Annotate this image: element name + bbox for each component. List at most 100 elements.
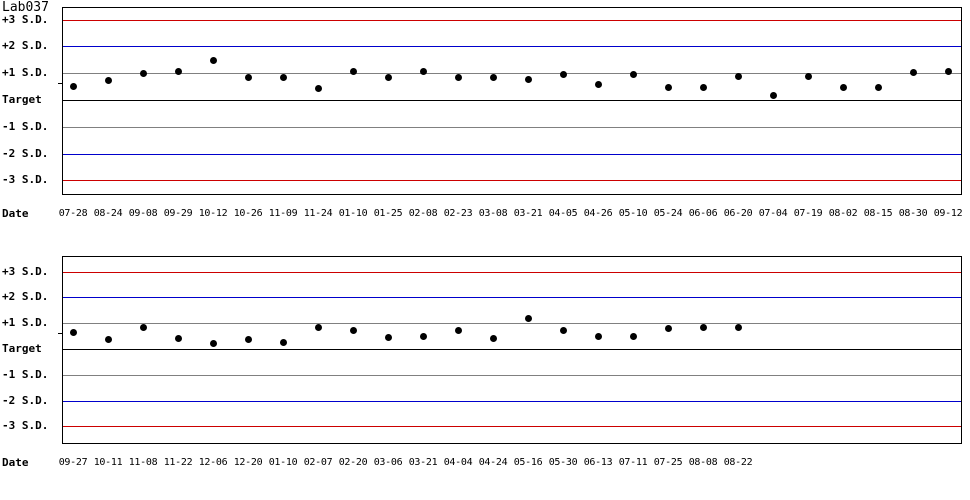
date-tick-label: 02-23 <box>443 208 473 219</box>
data-point <box>454 326 462 334</box>
data-point <box>174 67 182 75</box>
data-point <box>874 83 882 91</box>
date-tick-label: 07-11 <box>618 457 648 468</box>
data-point <box>349 67 357 75</box>
date-tick-label: 01-10 <box>338 208 368 219</box>
date-tick-label: 04-05 <box>548 208 578 219</box>
y-axis-label-m2: -2 S.D. <box>2 393 49 407</box>
sd-line-t0 <box>63 100 961 101</box>
date-tick-label: 01-10 <box>268 457 298 468</box>
sd-line-p3 <box>63 271 961 273</box>
data-point <box>104 335 112 343</box>
y-axis-label-t0: Target <box>2 93 42 106</box>
date-tick-label: 08-08 <box>688 457 718 468</box>
data-point <box>839 83 847 91</box>
date-tick-label: 06-13 <box>583 457 613 468</box>
date-tick-label: 04-24 <box>478 457 508 468</box>
date-tick-label: 08-15 <box>863 208 893 219</box>
axis-tick-mark <box>58 83 63 85</box>
data-point <box>209 339 217 347</box>
date-tick-label: 05-30 <box>548 457 578 468</box>
data-point <box>104 76 112 84</box>
data-point <box>664 324 672 332</box>
date-tick-label: 04-26 <box>583 208 613 219</box>
data-point <box>944 67 952 75</box>
data-point <box>314 84 322 92</box>
sd-line-m1 <box>63 126 961 128</box>
data-point <box>314 323 322 331</box>
data-point <box>244 336 252 344</box>
sd-line-m1 <box>63 374 961 376</box>
date-tick-label: 07-04 <box>758 208 788 219</box>
data-point <box>419 332 427 340</box>
data-point <box>524 75 532 83</box>
levey-jennings-chart-1: Lab037 +3 S.D. +2 S.D. +1 S.D. Target -1 S.D… <box>0 0 970 240</box>
data-point <box>524 314 532 322</box>
sd-line-m2 <box>63 153 961 155</box>
data-point <box>489 334 497 342</box>
date-tick-label: 03-08 <box>478 208 508 219</box>
date-axis-caption: Date <box>2 456 29 469</box>
sd-line-t0 <box>63 349 961 350</box>
sd-line-p1 <box>63 323 961 325</box>
data-point <box>734 72 742 80</box>
data-point <box>769 92 777 100</box>
date-tick-label: 07-25 <box>653 457 683 468</box>
data-point <box>909 68 917 76</box>
data-point <box>664 83 672 91</box>
data-point <box>699 323 707 331</box>
y-axis-label-p3: +3 S.D. <box>2 12 49 26</box>
data-point <box>244 73 252 81</box>
date-tick-label: 10-11 <box>93 457 123 468</box>
y-axis-label-m3: -3 S.D. <box>2 173 49 187</box>
data-point <box>419 67 427 75</box>
date-tick-label: 12-06 <box>198 457 228 468</box>
sd-line-m2 <box>63 400 961 402</box>
data-point <box>174 334 182 342</box>
date-tick-label: 09-29 <box>163 208 193 219</box>
plot-area-2 <box>62 256 962 444</box>
sd-line-m3 <box>63 180 961 182</box>
date-tick-label: 02-08 <box>408 208 438 219</box>
y-axis-label-m1: -1 S.D. <box>2 119 49 133</box>
data-point <box>454 73 462 81</box>
date-tick-label: 03-21 <box>513 208 543 219</box>
y-axis-label-p1: +1 S.D. <box>2 316 49 330</box>
data-point <box>629 70 637 78</box>
date-tick-label: 09-27 <box>58 457 88 468</box>
date-tick-label: 08-30 <box>898 208 928 219</box>
y-axis-label-m2: -2 S.D. <box>2 146 49 160</box>
data-point <box>699 83 707 91</box>
date-tick-label: 11-09 <box>268 208 298 219</box>
y-axis-label-p1: +1 S.D. <box>2 66 49 80</box>
data-point <box>594 332 602 340</box>
sd-line-p3 <box>63 19 961 21</box>
y-axis-label-p2: +2 S.D. <box>2 39 49 53</box>
date-tick-label: 02-07 <box>303 457 333 468</box>
sd-line-p2 <box>63 297 961 299</box>
data-point <box>209 56 217 64</box>
data-point <box>559 70 567 78</box>
chart-title: Lab037 <box>2 0 49 15</box>
data-point <box>139 69 147 77</box>
data-point <box>279 73 287 81</box>
data-point <box>629 332 637 340</box>
date-tick-label: 05-10 <box>618 208 648 219</box>
date-tick-label: 05-24 <box>653 208 683 219</box>
date-tick-label: 09-12 <box>933 208 963 219</box>
date-tick-label: 06-20 <box>723 208 753 219</box>
y-axis-label-t0: Target <box>2 342 42 355</box>
date-tick-label: 06-06 <box>688 208 718 219</box>
data-point <box>734 323 742 331</box>
y-axis-label-p2: +2 S.D. <box>2 290 49 304</box>
date-axis-caption: Date <box>2 207 29 220</box>
levey-jennings-chart-2: +3 S.D.+2 S.D.+1 S.D.Target-1 S.D.-2 S.D… <box>0 250 970 490</box>
date-tick-label: 08-02 <box>828 208 858 219</box>
plot-area-1 <box>62 7 962 195</box>
date-tick-label: 01-25 <box>373 208 403 219</box>
axis-tick-mark <box>58 333 63 334</box>
data-point <box>349 326 357 334</box>
date-tick-label: 05-16 <box>513 457 543 468</box>
